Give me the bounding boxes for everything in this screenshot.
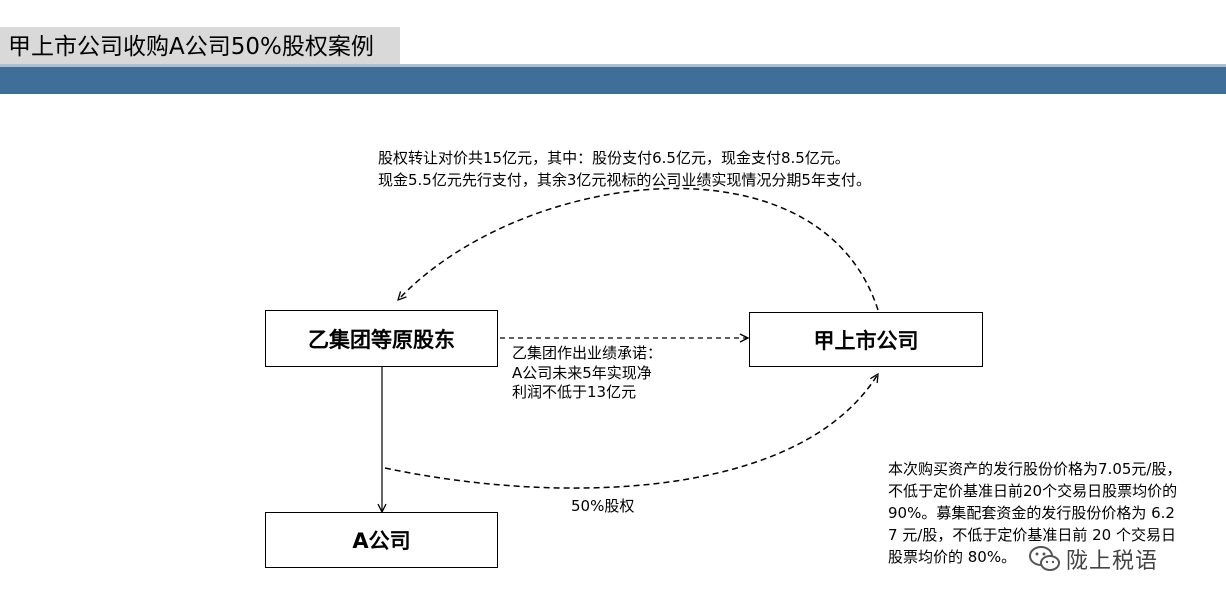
consideration-arrow bbox=[398, 187, 879, 311]
commitment-note-line-2: A公司未来5年实现净 bbox=[512, 364, 652, 382]
header-band bbox=[0, 67, 1226, 94]
equity-label: 50%股权 bbox=[571, 497, 635, 515]
equity-transfer-arrow bbox=[384, 374, 878, 489]
shareholders-box: 乙集团等原股东 bbox=[265, 310, 498, 367]
wechat-icon bbox=[1029, 546, 1060, 571]
company-a-box: A公司 bbox=[265, 512, 498, 568]
commitment-note-line-3: 利润不低于13亿元 bbox=[512, 383, 637, 401]
consideration-note-line-1: 股权转让对价共15亿元，其中：股份支付6.5亿元，现金支付8.5亿元。 bbox=[378, 149, 850, 167]
header-band-highlight bbox=[0, 64, 1226, 67]
listed-company-box: 甲上市公司 bbox=[749, 312, 983, 367]
consideration-note-line-2: 现金5.5亿元先行支付，其余3亿元视标的公司业绩实现情况分期5年支付。 bbox=[378, 171, 871, 189]
pricing-note: 本次购买资产的发行股份价格为7.05元/股，不低于定价基准日前20个交易日股票均… bbox=[888, 460, 1182, 566]
commitment-note-line-1: 乙集团作出业绩承诺： bbox=[512, 344, 663, 362]
title-background bbox=[0, 27, 400, 67]
page-title: 甲上市公司收购A公司50%股权案例 bbox=[8, 34, 374, 60]
watermark: 陇上税语 bbox=[1028, 543, 1158, 575]
watermark-text: 陇上税语 bbox=[1066, 549, 1159, 574]
